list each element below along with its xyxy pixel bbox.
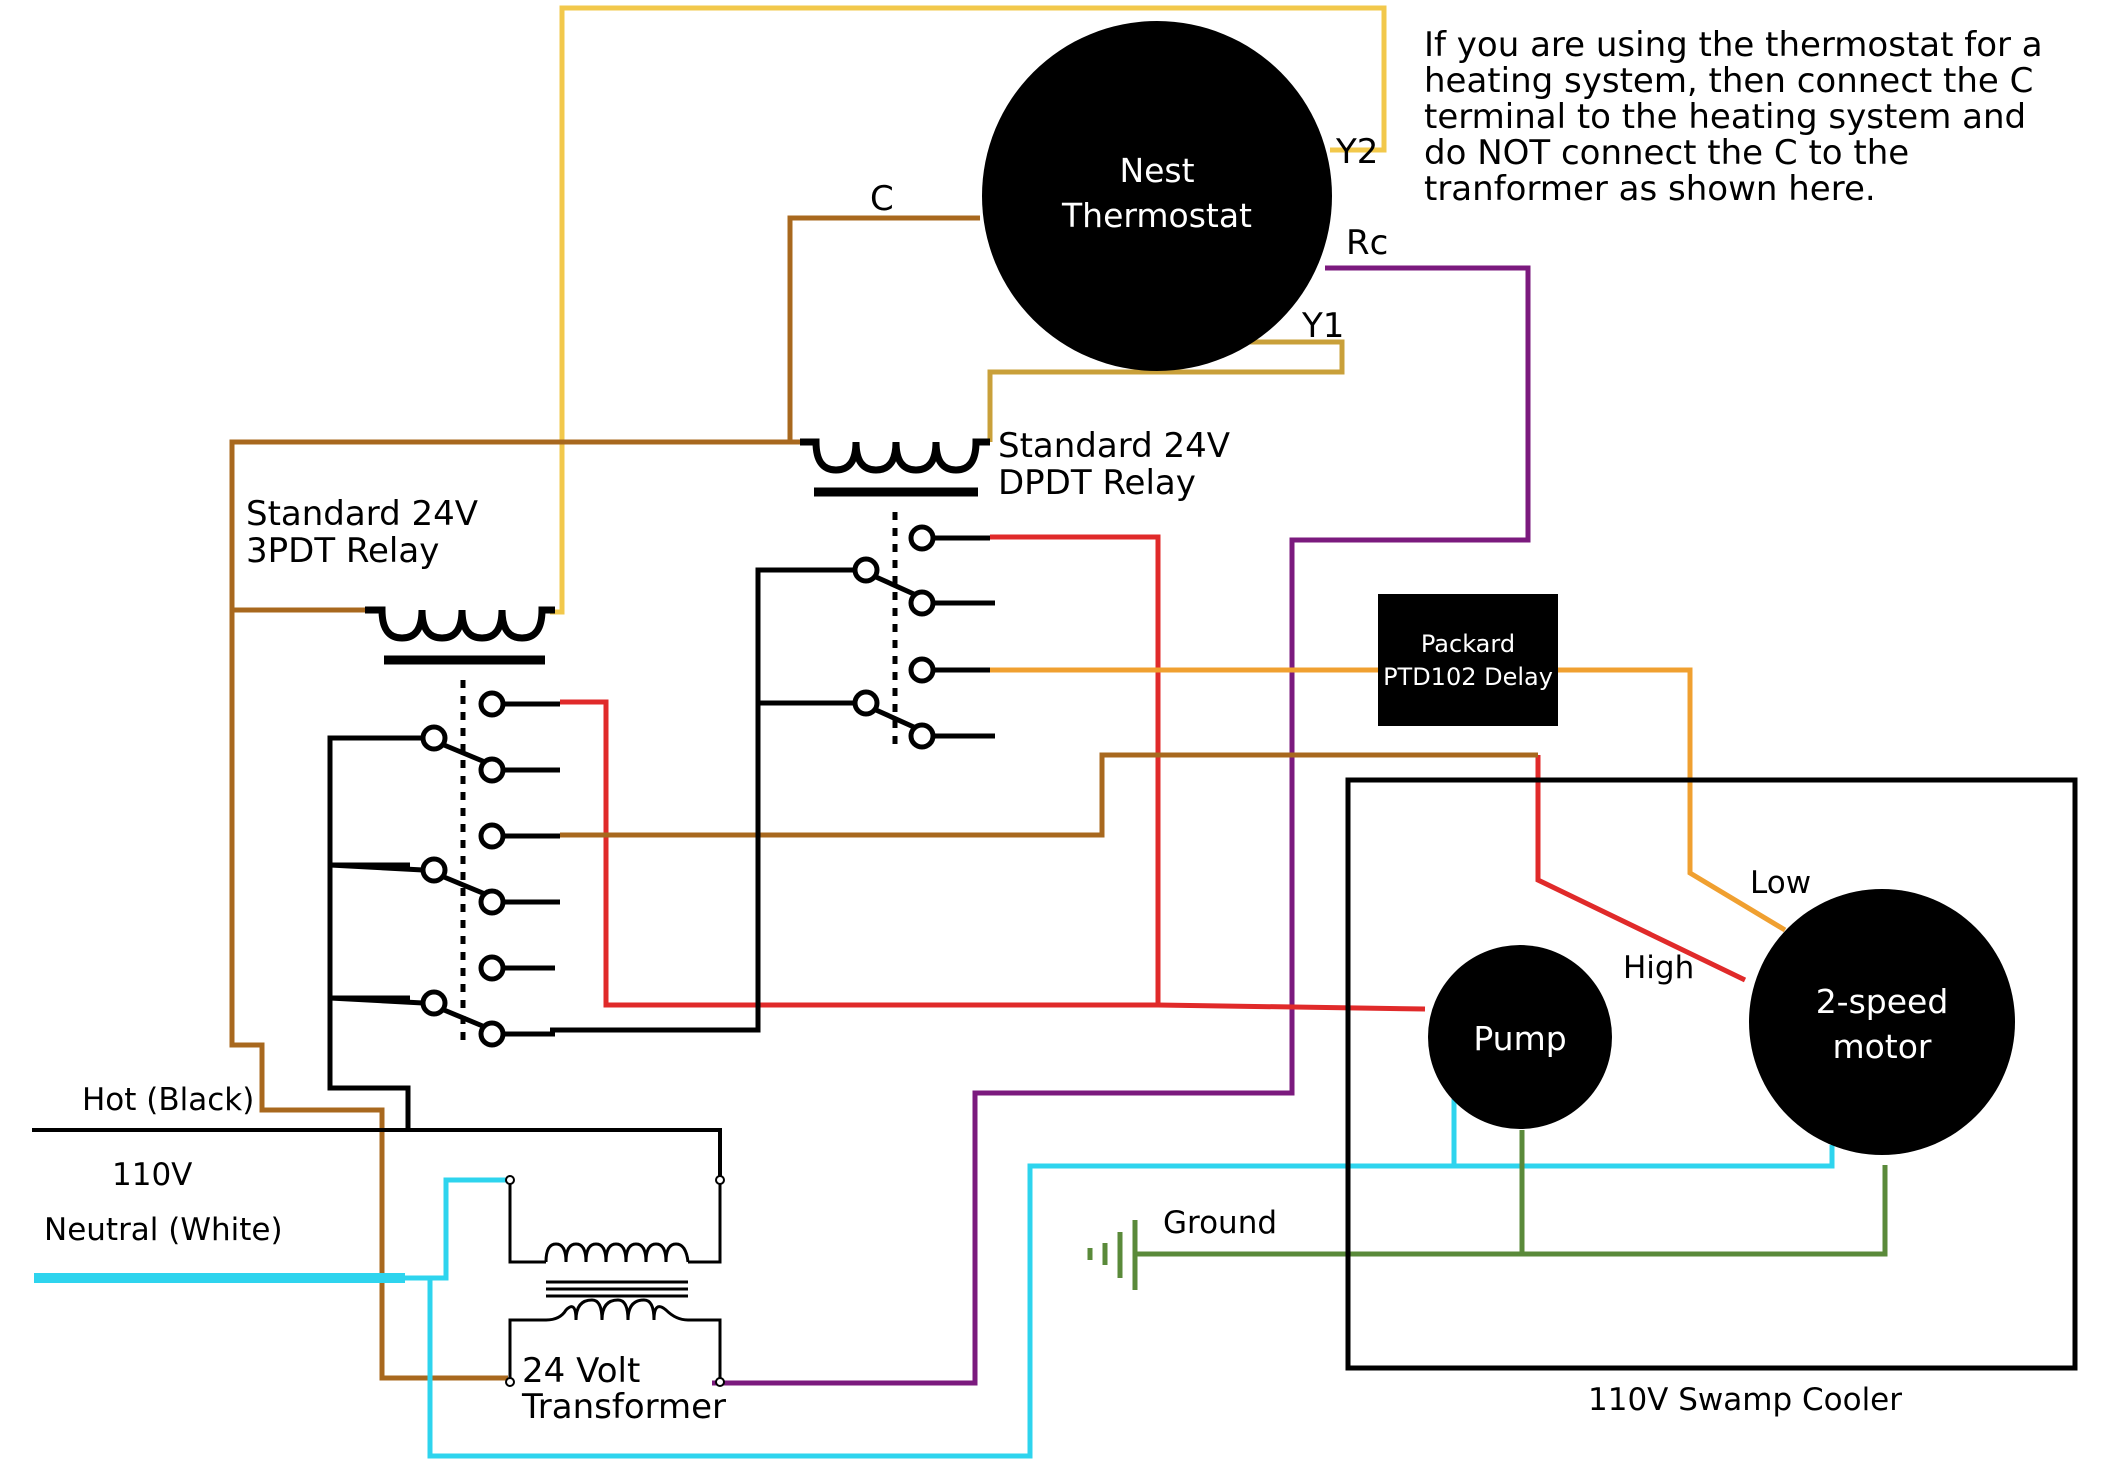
thermostat-title-line1: Nest (1119, 151, 1194, 190)
wire-transformer-secondary (508, 1318, 546, 1382)
3pdt-relay (329, 606, 560, 1048)
nest-thermostat (982, 21, 1332, 371)
wire-rc-purple (712, 265, 1531, 1386)
heating-note: If you are using the thermostat for a he… (1424, 25, 2043, 209)
wire-brown-high (560, 752, 1538, 838)
transformer-secondary-coil-icon (545, 1298, 689, 1322)
pump-label: Pump (1473, 1019, 1566, 1058)
packard-delay-box (1378, 594, 1558, 726)
two-speed-motor (1749, 889, 2015, 1155)
ground-label: Ground (1163, 1205, 1277, 1241)
3pdt-coil-icon (365, 606, 555, 642)
hot-label: Hot (Black) (82, 1082, 254, 1118)
wire-ground (1135, 1165, 1888, 1257)
wire-neutral-2 (427, 1145, 1835, 1459)
dpdt-relay-label-line2: DPDT Relay (998, 463, 1196, 503)
thermostat-title-line2: Thermostat (1061, 196, 1252, 235)
note-line4: do NOT connect the C to the (1424, 133, 1909, 173)
swamp-cooler-label: 110V Swamp Cooler (1588, 1382, 1902, 1418)
pump (1428, 945, 1612, 1129)
wire-c-brown-main (229, 439, 800, 1381)
wire-red-high (1535, 755, 1747, 983)
motor-label-line1: 2-speed (1816, 982, 1949, 1021)
wire-c-brown (787, 215, 980, 442)
dpdt-relay-label-line1: Standard 24V (998, 426, 1230, 466)
dpdt-relay (798, 438, 995, 750)
terminal-y1-label: Y1 (1301, 306, 1344, 346)
voltage-label: 110V (112, 1157, 192, 1193)
wire-y1-tan (987, 339, 1345, 442)
ground-icon (1087, 1220, 1138, 1290)
note-line1: If you are using the thermostat for a (1424, 25, 2043, 65)
terminal-rc-label: Rc (1346, 223, 1388, 263)
neutral-label: Neutral (White) (44, 1212, 283, 1248)
transformer-label-line1: 24 Volt (522, 1351, 640, 1391)
low-label: Low (1750, 865, 1811, 901)
dpdt-coil-icon (800, 438, 990, 474)
wire-red-pump (1157, 1002, 1426, 1012)
terminal-c-label: C (870, 179, 894, 219)
wire-orange-low (1556, 667, 1787, 933)
high-label: High (1623, 950, 1694, 986)
note-line5: tranformer as shown here. (1424, 169, 1876, 209)
transformer-primary-coil-icon (544, 1242, 690, 1263)
note-line3: terminal to the heating system and (1424, 97, 2026, 137)
swamp-cooler-box (1345, 777, 2078, 1371)
3pdt-relay-label-line2: 3PDT Relay (246, 531, 439, 571)
24v-transformer (505, 1175, 725, 1387)
terminal-y2-label: Y2 (1335, 132, 1378, 172)
wire-transformer-primary (508, 1180, 546, 1264)
transformer-label-line2: Transformer (521, 1387, 726, 1427)
note-line2: heating system, then connect the C (1424, 61, 2033, 101)
wire-y2-yellow (550, 5, 1387, 615)
delay-label-line2: PTD102 Delay (1383, 663, 1553, 691)
wire-black-dpdt (550, 567, 798, 1033)
3pdt-relay-label-line1: Standard 24V (246, 494, 478, 534)
wire-transformer-secondary-2 (688, 1318, 722, 1382)
wire-red-3pdt (560, 534, 1161, 1008)
wire-black-3pdt (327, 735, 411, 1130)
delay-label-line1: Packard (1421, 630, 1515, 658)
wire-neutral-1 (400, 1177, 510, 1281)
motor-label-line2: motor (1832, 1027, 1931, 1066)
wire-hot-black (32, 1128, 722, 1180)
wire-transformer-primary-2 (688, 1180, 722, 1264)
